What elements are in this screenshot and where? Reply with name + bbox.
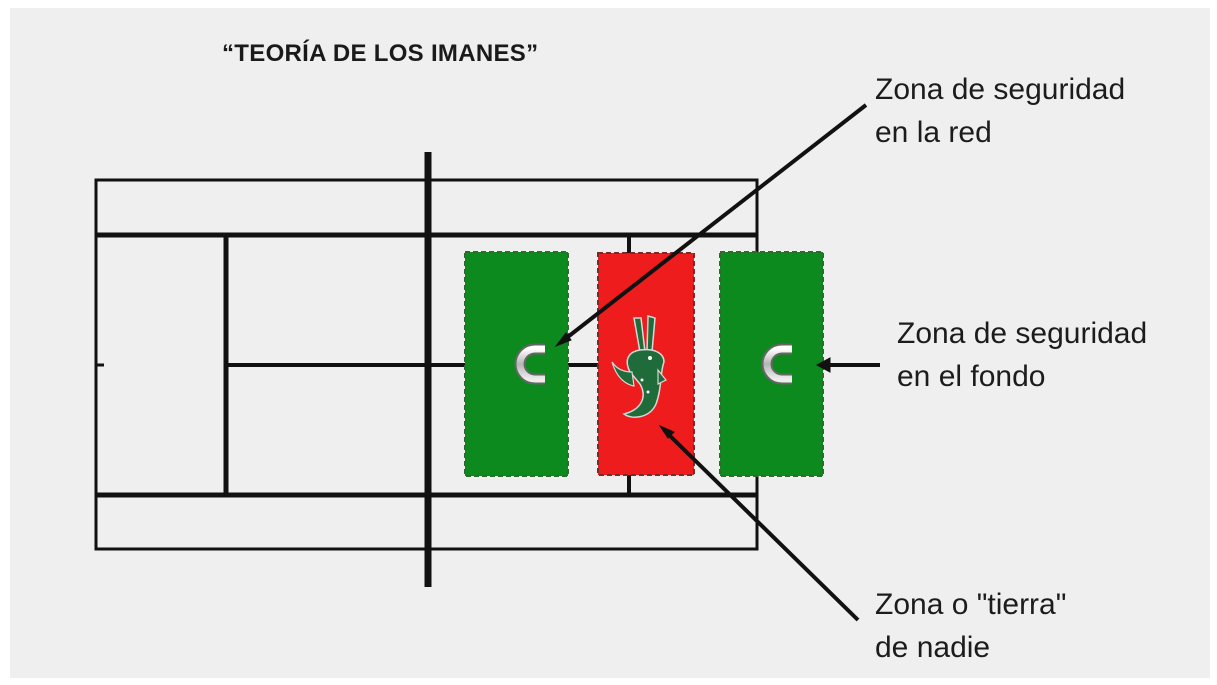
magnet-icon	[514, 343, 545, 385]
tennis-court	[94, 152, 759, 587]
crocodile-icon	[611, 315, 667, 418]
baseline-security-callout: Zona de seguridad en el fondo	[897, 312, 1147, 398]
arrowhead	[658, 424, 675, 439]
net-security-callout: Zona de seguridad en la red	[875, 68, 1125, 154]
callout-line: en el fondo	[897, 360, 1046, 393]
callout-line: de nadie	[875, 631, 991, 664]
magnet-icon	[761, 343, 792, 385]
callout-arrows	[554, 103, 880, 622]
callout-line: Zona de seguridad	[897, 317, 1148, 350]
callout-line: Zona o "tierra"	[875, 588, 1067, 621]
diagram-title: “TEORÍA DE LOS IMANES”	[222, 40, 539, 67]
arrowhead	[554, 332, 572, 348]
no-mans-land-callout: Zona o "tierra" de nadie	[875, 583, 1066, 669]
callout-line: en la red	[875, 116, 992, 149]
arrow-no-mans-land	[662, 428, 860, 622]
callout-line: Zona de seguridad	[875, 73, 1126, 106]
arrowhead	[815, 357, 831, 373]
arrow-net-security	[558, 103, 868, 345]
